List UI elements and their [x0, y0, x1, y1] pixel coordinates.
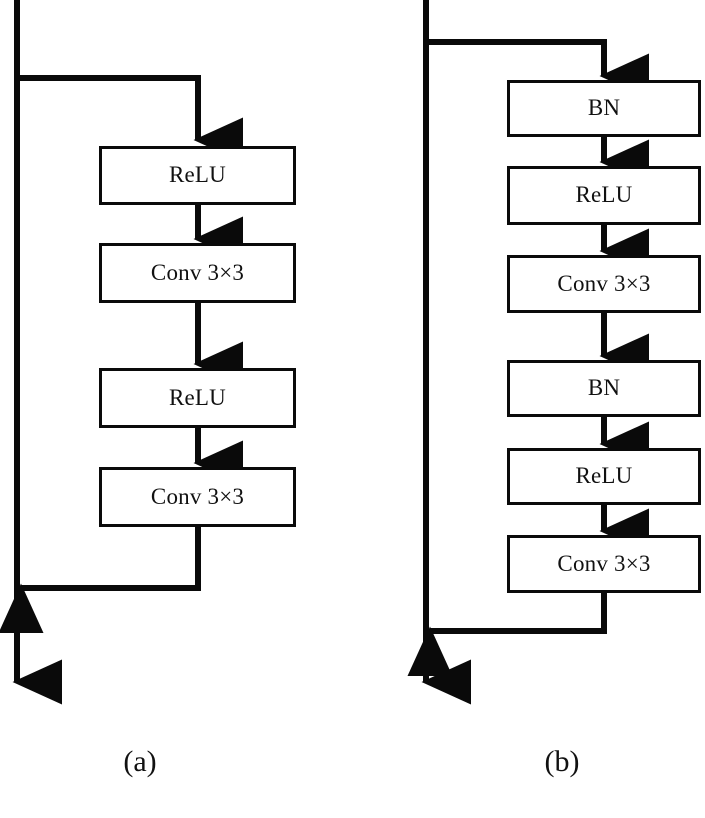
panel-b-connectors	[407, 0, 649, 705]
node-b-3-label: Conv 3×3	[557, 270, 651, 296]
node-b-3[interactable]: Conv 3×3	[507, 255, 701, 313]
panel-a-caption: (a)	[123, 745, 157, 778]
node-b-4[interactable]: BN	[507, 360, 701, 417]
merge-connector-b	[407, 593, 607, 676]
branch-connector-a	[17, 75, 243, 163]
node-a-3-label: ReLU	[168, 384, 226, 410]
node-b-5[interactable]: ReLU	[507, 448, 701, 505]
node-b-6[interactable]: Conv 3×3	[507, 535, 701, 593]
node-a-4-label: Conv 3×3	[150, 483, 245, 509]
node-b-6-label: Conv 3×3	[557, 550, 651, 576]
node-a-1-label: ReLU	[168, 162, 226, 187]
node-b-1-label: BN	[587, 95, 621, 120]
node-b-2[interactable]: ReLU	[507, 166, 701, 225]
residual-block-panel-b: BN ReLU Conv 3×3 BN ReLU Conv 3×3 (b)	[400, 0, 705, 818]
panel-a-connectors	[0, 0, 243, 705]
node-a-2[interactable]: Conv 3×3	[99, 243, 296, 303]
merge-connector-a	[0, 527, 201, 633]
node-a-4[interactable]: Conv 3×3	[99, 467, 296, 527]
node-b-4-label: BN	[587, 375, 621, 400]
node-b-2-label: ReLU	[575, 182, 633, 207]
node-a-2-label: Conv 3×3	[150, 259, 245, 285]
branch-connector-b	[426, 39, 649, 99]
node-b-5-label: ReLU	[575, 463, 633, 488]
node-a-3[interactable]: ReLU	[99, 368, 296, 428]
panel-b-caption: (b)	[544, 745, 580, 778]
node-a-1[interactable]: ReLU	[99, 146, 296, 205]
node-b-1[interactable]: BN	[507, 80, 701, 137]
residual-block-panel-a: ReLU Conv 3×3 ReLU Conv 3×3 (a)	[0, 0, 296, 778]
